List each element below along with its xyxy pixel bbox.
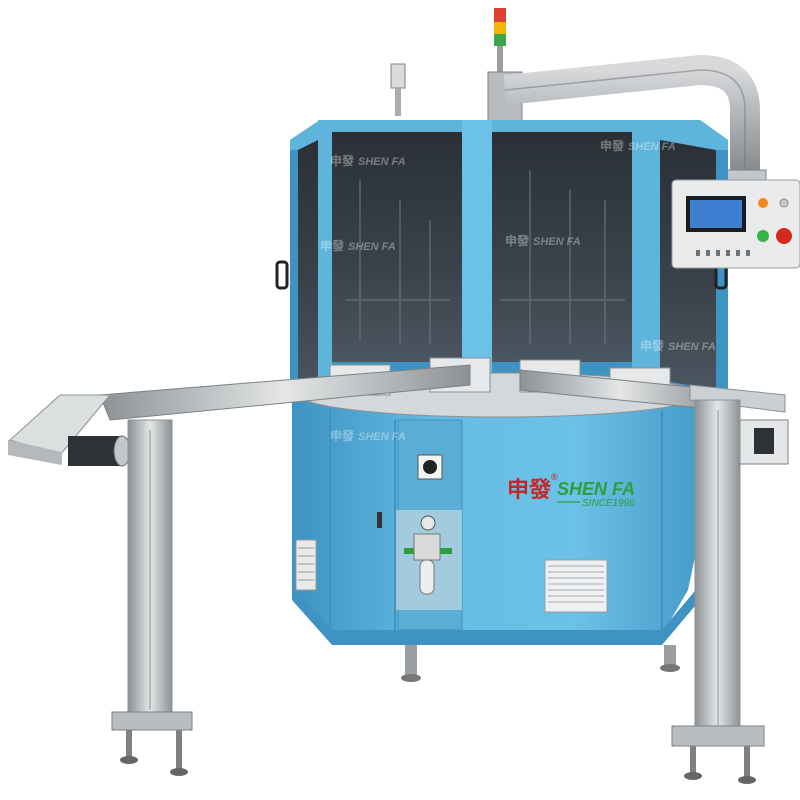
stack-light-yellow — [494, 22, 506, 34]
emergency-stop-button — [776, 228, 792, 244]
glass-panel-center — [492, 132, 632, 362]
lower-cabinet — [292, 400, 728, 682]
door-handle-left — [275, 260, 289, 290]
conveyor-right — [519, 369, 789, 784]
control-panel — [671, 179, 800, 269]
brand-name: SHEN FA — [557, 479, 635, 499]
watermark-text: SHEN FA — [533, 236, 581, 248]
conveyor-motor-left — [68, 436, 120, 466]
watermark-chinese: 申發 — [640, 338, 665, 353]
left-vent — [295, 539, 317, 591]
stack-light — [494, 8, 506, 72]
conveyor-left — [8, 364, 471, 776]
orange-button — [758, 198, 768, 208]
stack-light-green — [494, 34, 506, 46]
glass-panel-left — [332, 132, 462, 362]
top-valve — [390, 63, 406, 116]
watermark-chinese: 申發 — [330, 428, 355, 443]
watermark-chinese: 申發 — [505, 233, 530, 248]
watermark-text: SHEN FA — [668, 341, 716, 353]
stack-light-red — [494, 8, 506, 22]
brand-logo: 申發 ® SHEN FA SINCE1996 — [507, 472, 635, 509]
brand-registered-mark: ® — [551, 472, 558, 482]
watermark-text: SHEN FA — [628, 141, 676, 153]
glass-panel-left-side — [298, 140, 318, 390]
watermark-chinese: 申發 — [320, 238, 345, 253]
right-vent — [544, 559, 608, 613]
watermark-text: SHEN FA — [358, 431, 406, 443]
door-lock — [377, 512, 382, 528]
hmi-touch-screen — [690, 200, 742, 228]
watermark-text: SHEN FA — [358, 156, 406, 168]
brand-tagline: SINCE1996 — [582, 498, 635, 509]
watermark-chinese: 申發 — [600, 138, 625, 153]
air-regulator — [396, 510, 462, 610]
watermark-chinese: 申發 — [330, 153, 355, 168]
overhead-pipe-arm — [487, 54, 767, 191]
watermark-text: SHEN FA — [348, 241, 396, 253]
brand-chinese-name: 申發 — [507, 478, 551, 503]
start-button — [757, 230, 769, 242]
